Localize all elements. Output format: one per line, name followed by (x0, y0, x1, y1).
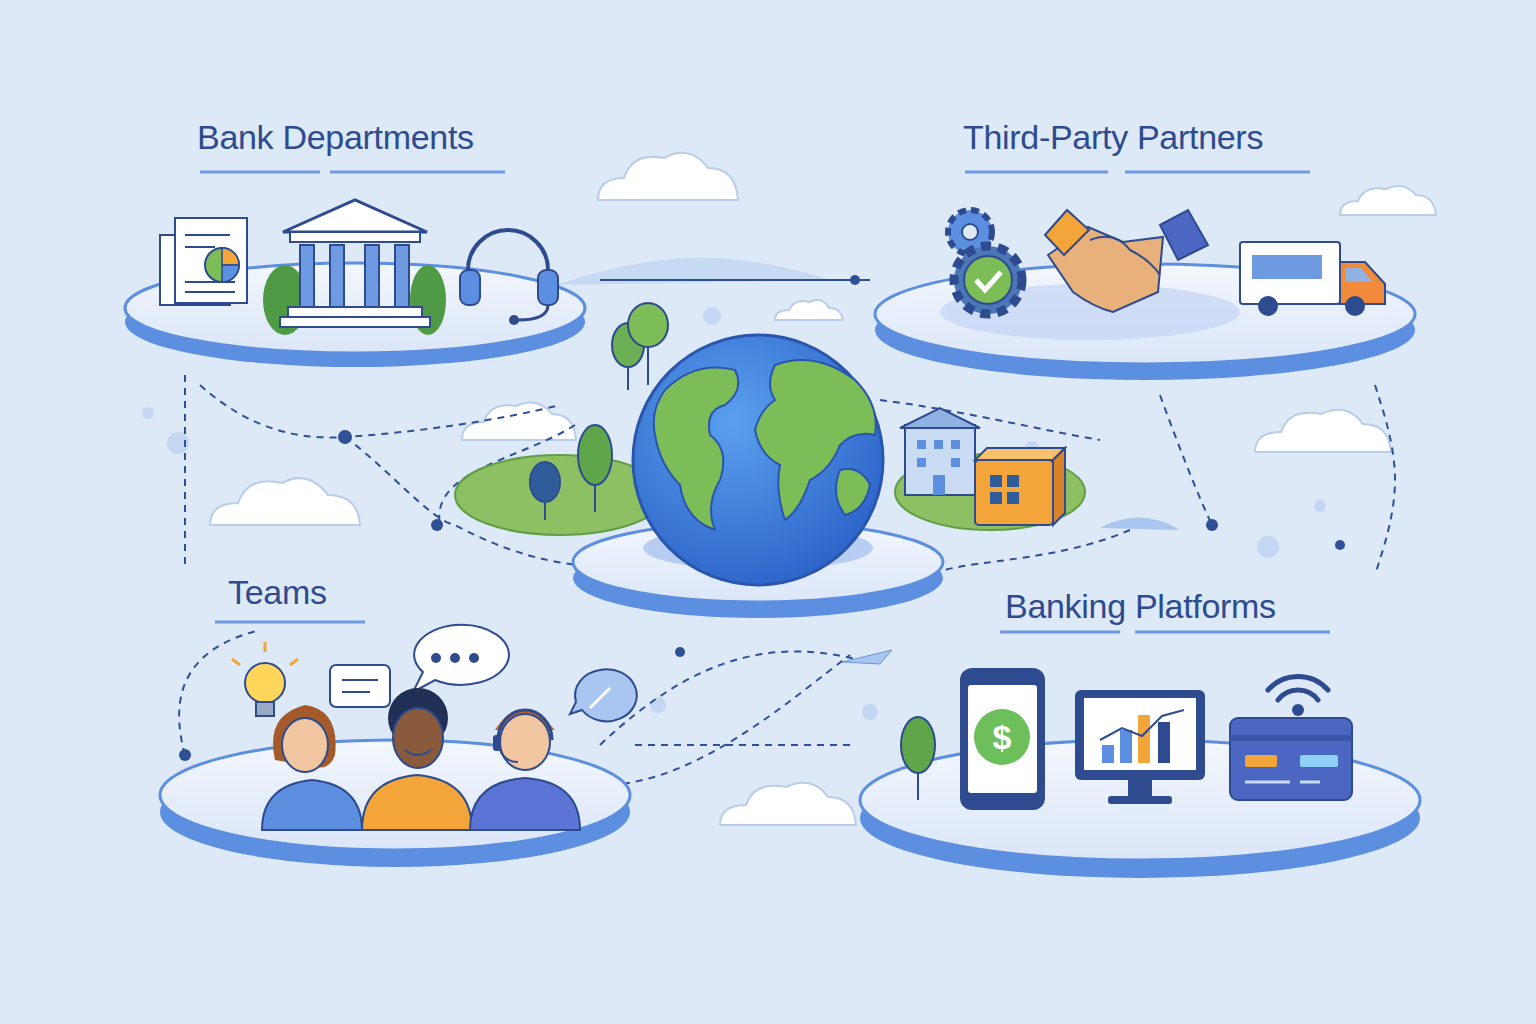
platform-group: Third-Party Partners (870, 110, 1430, 385)
swoop (1100, 517, 1180, 530)
bank-icons (160, 200, 558, 335)
group-heading: Third-Party Partners (963, 118, 1266, 157)
connector (1375, 385, 1395, 575)
buildings (900, 408, 1065, 525)
group-heading: Bank Departments (197, 118, 476, 157)
platform-group: Teams (155, 565, 635, 885)
platforms (125, 263, 1420, 878)
team-icons (232, 625, 637, 830)
connector (635, 744, 855, 746)
group-heading: Teams (228, 573, 329, 612)
platform-group: Banking Platforms (855, 575, 1430, 885)
platform-group: Bank Departments (120, 110, 600, 375)
platform-icons (960, 668, 1352, 810)
swoop (555, 258, 830, 285)
connector (184, 375, 186, 565)
partner-icons (948, 210, 1385, 316)
dollar-sign: $ (993, 718, 1012, 757)
connector (600, 279, 870, 281)
paper-plane (842, 650, 892, 664)
trees (530, 303, 935, 800)
globe-scene (455, 335, 1085, 618)
clouds (210, 153, 1436, 825)
group-heading: Banking Platforms (1005, 587, 1278, 626)
heading-underlines (200, 172, 1330, 632)
